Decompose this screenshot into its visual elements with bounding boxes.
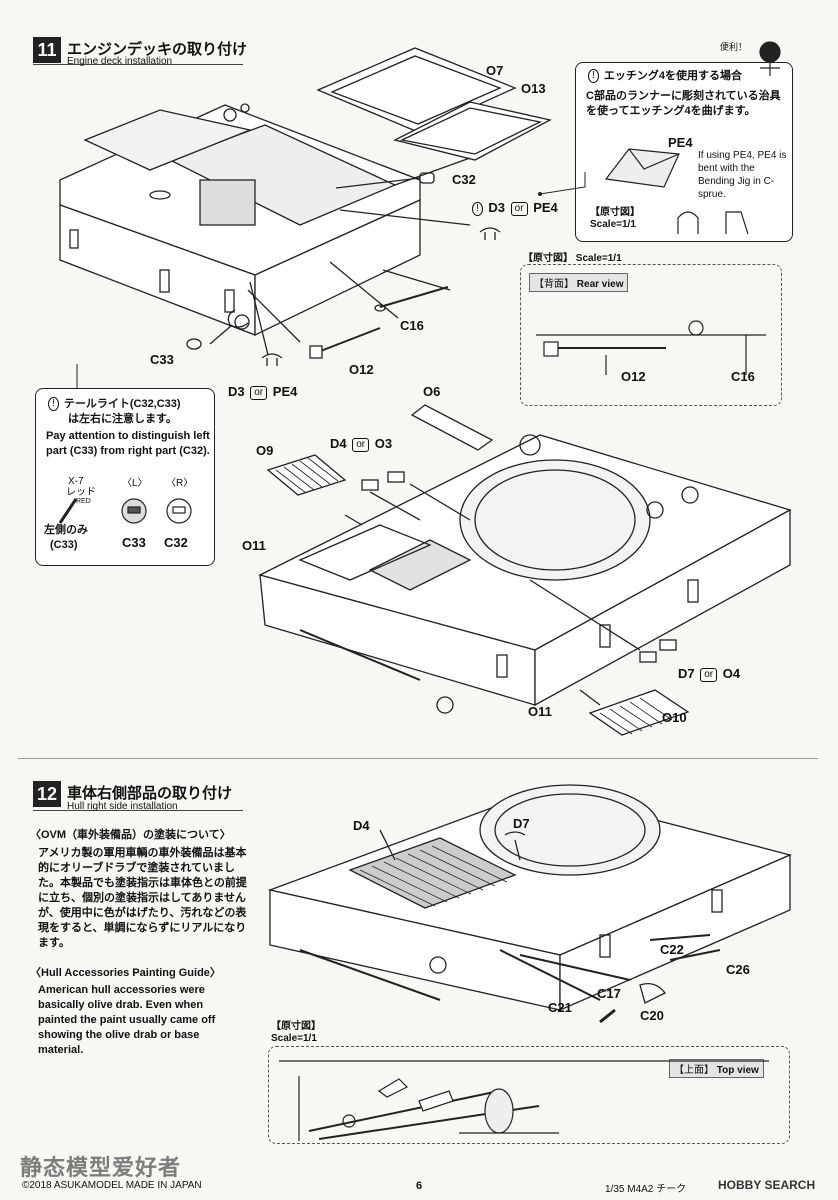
paint-en: RED — [76, 498, 91, 505]
step-title-en-12: Hull right side installation — [67, 801, 178, 812]
part-d4: D4 — [330, 436, 347, 451]
part-label-o10: O10 — [662, 710, 687, 725]
part-pe4: PE4 — [272, 384, 298, 399]
part-label-c32: C32 — [452, 172, 476, 187]
ovm-title-en: 〈Hull Accessories Painting Guide〉 — [30, 967, 221, 979]
rear-view-scale: 【原寸図】 Scale=1/1 — [523, 253, 622, 264]
part-label-o11-lower: O11 — [528, 704, 552, 719]
step-number-11: 11 — [33, 37, 61, 63]
rear-view-drawing — [536, 320, 766, 375]
leader-line — [538, 172, 586, 196]
taillight-label-c32: C32 — [164, 535, 188, 550]
part-label-d4-or-o3: D4 or O3 — [330, 436, 392, 452]
caution-icon: ! — [48, 397, 59, 412]
part-label-c20: C20 — [640, 1008, 664, 1023]
part-pe4: PE4 — [533, 200, 558, 215]
ovm-body-jp: アメリカ製の軍用車輌の車外装備品は基本的にオリーブドラブで塗装されていました。本… — [38, 847, 247, 949]
part-label-o9: O9 — [256, 443, 274, 458]
part-label-d4-12: D4 — [353, 818, 370, 833]
leader-line — [76, 364, 78, 388]
part-label-d3-or-pe4: ! D3 or PE4 — [470, 200, 558, 216]
page-number: 6 — [416, 1180, 423, 1192]
etching-note-en: If using PE4, PE4 is bent with the Bendi… — [698, 150, 787, 200]
part-d3: D3 — [488, 200, 506, 215]
left-only-jp: 左側のみ — [44, 524, 88, 536]
etching-scale: Scale=1/1 — [590, 219, 636, 230]
etching-note-body: C部品のランナーに彫刻されている治具を使ってエッチング4を曲げます。 — [586, 90, 781, 117]
taillight-en: Pay attention to distinguish left part (… — [46, 430, 210, 457]
scale-shapes — [677, 211, 749, 235]
copyright: ©2018 ASUKAMODEL MADE IN JAPAN — [22, 1180, 202, 1191]
ovm-body-en: American hull accessories were basically… — [38, 984, 216, 1056]
top-view-tag-jp: 【上面】 — [674, 1065, 714, 1076]
step-rule — [33, 810, 243, 811]
rear-view-tag-en: Rear view — [576, 279, 624, 290]
taillight-sketch — [58, 498, 192, 524]
top-view-drawing — [279, 1060, 769, 1141]
caution-icon: ! — [588, 69, 599, 84]
step-divider — [18, 758, 818, 759]
left-only-part: (C33) — [50, 539, 78, 551]
part-label-o6: O6 — [423, 384, 441, 399]
part-o3: O3 — [374, 436, 393, 451]
etching-note-box: ! エッチング4を使用する場合 C部品のランナーに彫刻されている治具を使ってエッ… — [575, 62, 793, 242]
top-view-tag-en: Top view — [716, 1065, 759, 1076]
step-title-jp-12: 車体右側部品の取り付け — [67, 785, 233, 802]
part-label-o12: O12 — [349, 362, 374, 377]
etching-scale-label: 【原寸図】 — [590, 207, 640, 218]
paint-jp: レッド — [66, 487, 96, 498]
step-rule — [33, 64, 243, 65]
part-label-c16: C16 — [400, 318, 424, 333]
step-title-jp: エンジンデッキの取り付け — [67, 41, 248, 58]
engine-deck-illustration — [59, 47, 792, 736]
part-label-o7: O7 — [486, 63, 504, 78]
part-label-d7-or-o4: D7 or O4 — [678, 666, 740, 682]
or-box: or — [250, 385, 268, 400]
part-d7: D7 — [678, 666, 695, 681]
rear-view-label-o12: O12 — [621, 369, 646, 384]
rear-view-tag: 【背面】 Rear view — [529, 273, 629, 292]
part-label-d3-or-pe4-lower: D3 or PE4 — [228, 384, 297, 400]
ovm-title-jp: 〈OVM（車外装備品）の塗装について〉 — [30, 829, 231, 841]
part-label-c21: C21 — [548, 1000, 572, 1015]
mascot-icon — [759, 41, 781, 76]
part-label-o13: O13 — [521, 81, 546, 96]
part-label-c26: C26 — [726, 962, 750, 977]
etching-note-title: エッチング4を使用する場合 — [603, 70, 742, 82]
or-box: or — [700, 667, 718, 682]
top-view-box: 【上面】 Top view — [268, 1046, 790, 1144]
part-label-d7-12: D7 — [513, 816, 530, 831]
part-label-c22: C22 — [660, 942, 684, 957]
taillight-title: テールライト(C32,C33) — [63, 398, 181, 410]
rear-view-label-c16: C16 — [731, 369, 755, 384]
step-title-en: Engine deck installation — [67, 56, 173, 67]
part-label-c33: C33 — [150, 352, 174, 367]
top-view-scale: Scale=1/1 — [271, 1033, 317, 1044]
or-box: or — [510, 201, 528, 216]
or-box: or — [352, 437, 370, 452]
top-view-tag: 【上面】 Top view — [669, 1059, 764, 1078]
left-tag: 〈L〉 — [122, 478, 148, 489]
top-view-scale-jp: 【原寸図】 — [271, 1021, 321, 1032]
hobby-search-logo: HOBBY SEARCH — [718, 1178, 816, 1192]
step-number-12: 12 — [33, 781, 61, 807]
etching-note-part: PE4 — [668, 135, 693, 150]
part-d3: D3 — [228, 384, 245, 399]
taillight-body-jp: は左右に注意します。 — [68, 413, 177, 425]
right-tag: 〈R〉 — [166, 478, 194, 489]
bending-jig-sketch — [604, 148, 680, 188]
part-o4: O4 — [722, 666, 741, 681]
rear-view-tag-jp: 【背面】 — [534, 279, 574, 290]
part-label-o11: O11 — [242, 538, 266, 553]
taillight-label-c33: C33 — [122, 535, 146, 550]
hull-right-side-illustration — [267, 784, 792, 1024]
watermark: 静态模型爱好者 — [20, 1155, 182, 1180]
paint-code: X-7 — [68, 476, 84, 487]
part-label-c17: C17 — [597, 986, 621, 1001]
taillight-note-box: ! テールライト(C32,C33) は左右に注意します。 Pay attenti… — [35, 388, 215, 566]
mascot-caption: 便利！ — [720, 42, 748, 52]
rear-view-box: 【背面】 Rear view O12 C16 — [520, 264, 782, 406]
product-name: 1/35 M4A2 チーク — [605, 1184, 687, 1195]
